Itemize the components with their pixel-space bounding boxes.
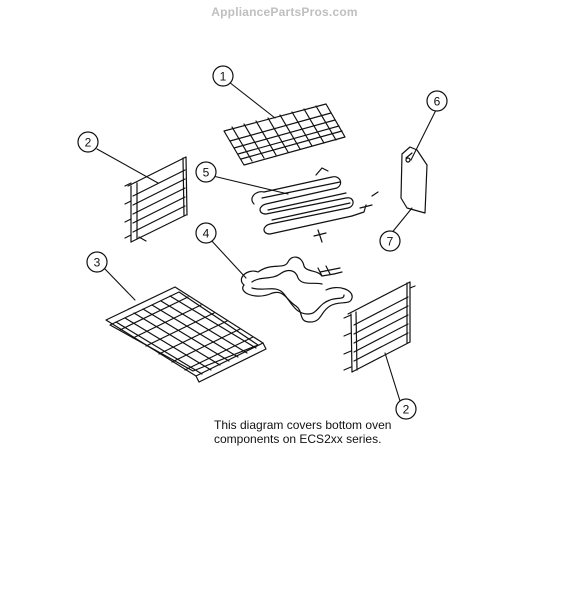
part-6-terminal-plate[interactable] xyxy=(400,146,428,214)
callout-1: 3 xyxy=(86,251,108,273)
part-4-bake-element[interactable] xyxy=(251,167,379,243)
part-3-broil-element[interactable] xyxy=(240,256,353,323)
part-1-oven-rack[interactable] xyxy=(105,286,267,383)
leader-lines xyxy=(96,81,438,402)
svg-text:4: 4 xyxy=(203,227,210,241)
watermark: AppliancePartsPros.com xyxy=(211,5,358,19)
caption-line-2: components on ECS2xx series. xyxy=(214,432,382,446)
callout-2-left: 2 xyxy=(77,131,99,153)
svg-text:1: 1 xyxy=(220,70,227,84)
svg-text:6: 6 xyxy=(434,95,441,109)
callout-5: 1 xyxy=(212,65,234,87)
svg-text:2: 2 xyxy=(85,136,92,150)
caption-line-1: This diagram covers bottom oven xyxy=(214,418,392,432)
callout-6: 6 xyxy=(426,90,448,112)
part-2-rack-support-right[interactable] xyxy=(343,281,416,373)
svg-text:3: 3 xyxy=(94,256,101,270)
diagram-caption: This diagram covers bottom oven componen… xyxy=(214,418,414,446)
callout-2-right: 2 xyxy=(395,398,417,420)
svg-text:2: 2 xyxy=(403,403,410,417)
svg-text:7: 7 xyxy=(387,235,394,249)
callout-3: 4 xyxy=(195,222,217,244)
part-2-rack-support-left[interactable] xyxy=(124,156,188,243)
callout-4: 5 xyxy=(195,161,217,183)
svg-text:5: 5 xyxy=(203,166,210,180)
part-5-heat-shield[interactable] xyxy=(223,103,346,166)
callout-7: 7 xyxy=(379,230,401,252)
